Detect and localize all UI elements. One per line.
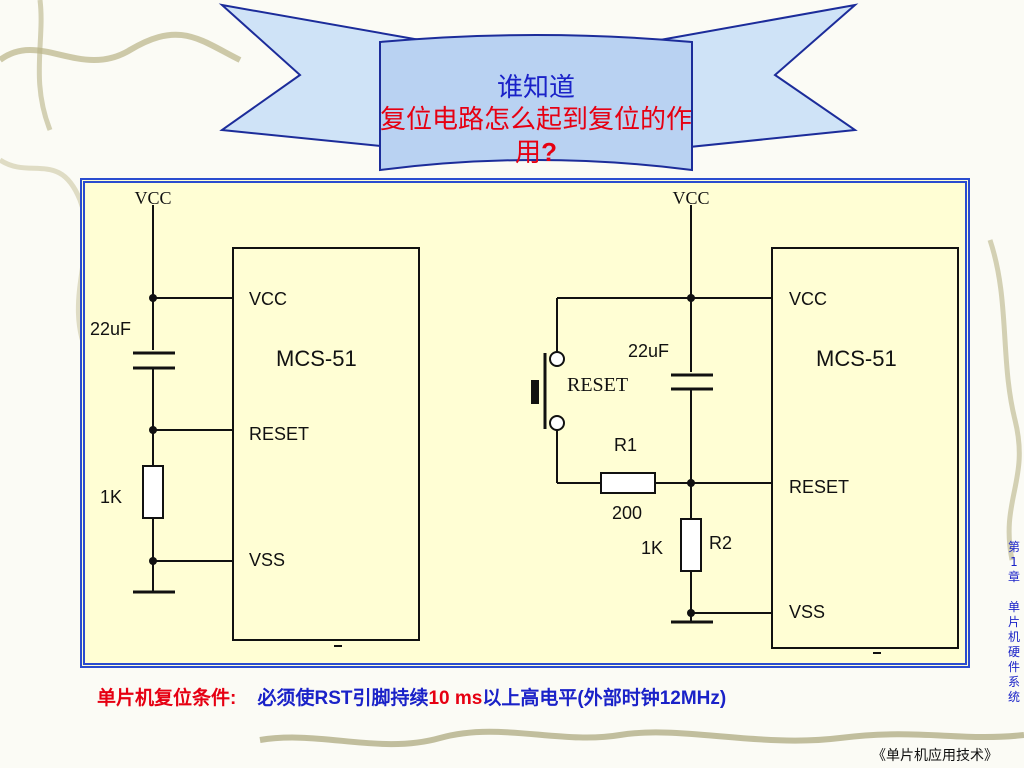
left-resistor-1k xyxy=(142,465,164,519)
left-pin-vcc-label: VCC xyxy=(249,289,287,309)
right-pin-vss-label: VSS xyxy=(789,602,825,622)
r1-name-label: R1 xyxy=(614,435,637,455)
side-label-char: 单 xyxy=(1007,600,1020,614)
caption-part-3: 以上高电平 xyxy=(482,688,578,709)
right-pin-reset-label: RESET xyxy=(789,477,849,497)
caption-rst: RST xyxy=(314,688,353,709)
right-chip-body xyxy=(771,247,959,649)
left-chip-body xyxy=(232,247,420,641)
right-chip-name: MCS-51 xyxy=(816,346,897,371)
left-pin-vss-label: VSS xyxy=(249,550,285,570)
right-vcc-supply-label: VCC xyxy=(672,188,709,208)
left-pin-reset-label: RESET xyxy=(249,424,309,444)
caption-duration: 10 ms xyxy=(428,688,483,709)
reset-button-plunger xyxy=(531,380,539,404)
side-label-char: 系 xyxy=(1007,675,1020,689)
caption-clock: 12MHz) xyxy=(659,688,727,709)
side-label-char: 统 xyxy=(1007,690,1020,704)
reset-button-contact-top xyxy=(549,351,565,367)
banner-question: 谁知道 xyxy=(496,73,575,103)
book-title-footer: 《单片机应用技术》 xyxy=(872,748,998,764)
circuit-diagram-panel xyxy=(80,178,970,668)
banner-heading-text: 复位电路怎么起到复位的作用 xyxy=(380,105,693,168)
side-label-char: 件 xyxy=(1007,660,1020,674)
r1-value-label: 200 xyxy=(612,503,642,523)
caption-paren: ( xyxy=(577,688,584,709)
left-capacitor-label: 22uF xyxy=(90,319,131,339)
r2-value-label: 1K xyxy=(641,538,663,558)
right-pin-vcc-label: VCC xyxy=(789,289,827,309)
chapter-side-label: 第 1 章 单 片 机 硬 件 系 统 xyxy=(1004,540,1024,705)
side-label-char: 硬 xyxy=(1007,645,1020,659)
side-label-char: 章 xyxy=(1007,570,1020,584)
reset-condition-caption: 单片机复位条件: 必须使RST引脚持续10 ms以上高电平(外部时钟12MHz) xyxy=(97,683,726,710)
side-label-char: 机 xyxy=(1007,630,1020,644)
side-label-char: 第 xyxy=(1007,540,1020,554)
reset-button-contact-bottom xyxy=(549,415,565,431)
caption-part-2: 引脚持续 xyxy=(352,688,429,709)
caption-part-1: 必须使 xyxy=(257,688,315,709)
right-capacitor-label: 22uF xyxy=(628,341,669,361)
side-label-char xyxy=(1004,585,1024,600)
banner-question-mark: ? xyxy=(541,137,557,167)
r2-name-label: R2 xyxy=(709,533,732,553)
left-vcc-supply-label: VCC xyxy=(134,188,171,208)
side-label-char: 1 xyxy=(1010,555,1018,569)
reset-button-label: RESET xyxy=(567,374,628,396)
caption-part-4: 外部时钟 xyxy=(583,688,660,709)
caption-lead: 单片机复位条件: xyxy=(97,688,237,709)
banner-heading: 复位电路怎么起到复位的作用? xyxy=(380,104,692,169)
right-resistor-r1 xyxy=(600,472,656,494)
title-banner xyxy=(218,3,859,172)
side-label-char: 片 xyxy=(1007,615,1020,629)
left-chip-name: MCS-51 xyxy=(276,346,357,371)
left-resistor-label: 1K xyxy=(100,487,122,507)
right-resistor-r2 xyxy=(680,518,702,572)
